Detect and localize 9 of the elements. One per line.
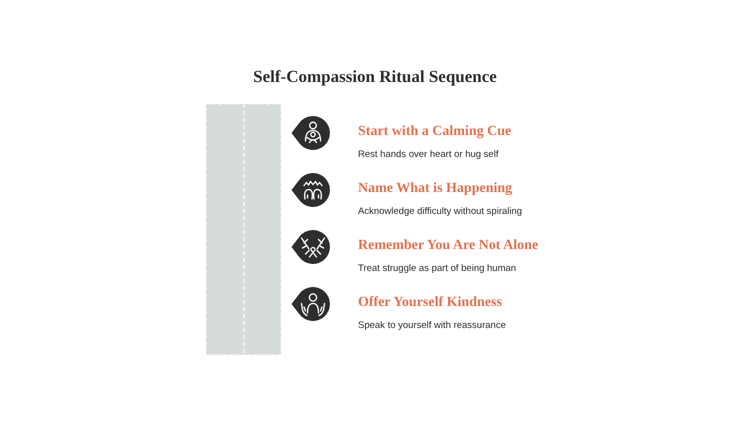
step-heading: Start with a Calming Cue [358,124,512,140]
step-description: Rest hands over heart or hug self [358,149,498,161]
step-description: Treat struggle as part of being human [358,263,516,275]
step-heading: Remember You Are Not Alone [358,238,538,254]
step-heading: Name What is Happening [358,181,512,197]
step-description: Acknowledge difficulty without spiraling [358,206,522,218]
step-heading: Offer Yourself Kindness [358,295,502,311]
diagram-title: Self-Compassion Ritual Sequence [253,67,497,87]
step-description: Speak to yourself with reassurance [358,320,506,332]
